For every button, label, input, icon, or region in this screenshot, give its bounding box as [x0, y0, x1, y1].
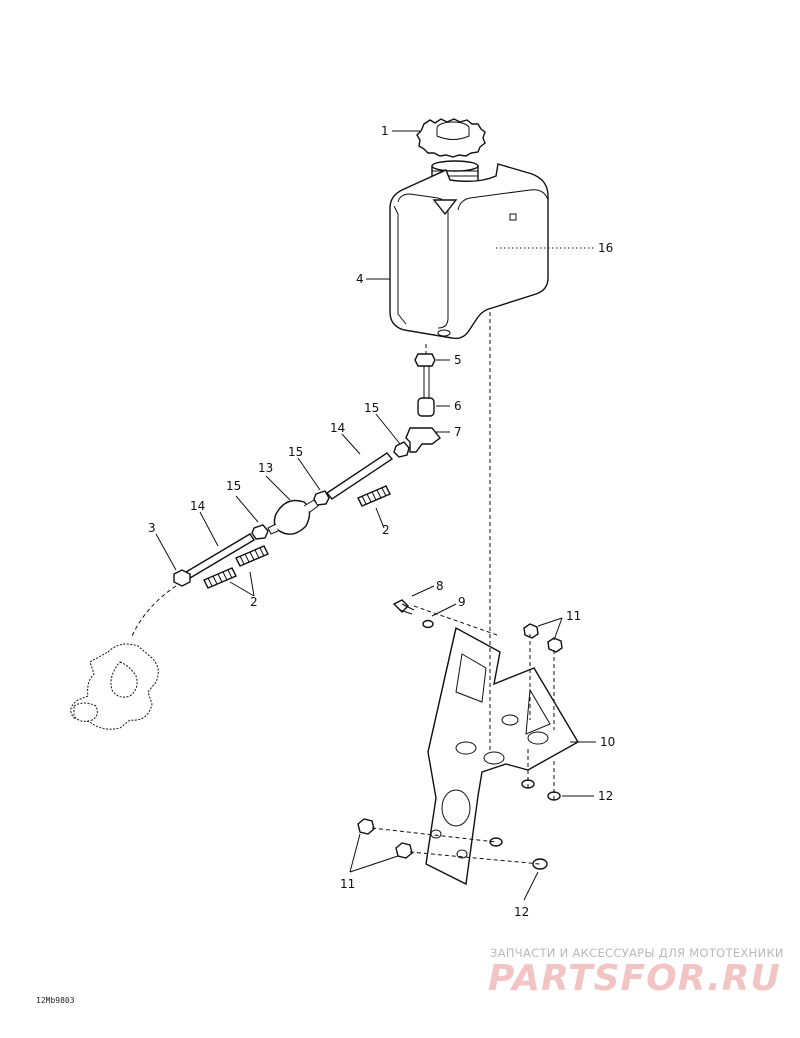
- callout-6: 6: [454, 399, 462, 413]
- callout-15-b: 15: [288, 445, 303, 459]
- washer: [422, 619, 434, 629]
- protective-spring: [357, 485, 391, 507]
- washer: [489, 837, 503, 847]
- callout-10: 10: [600, 735, 615, 749]
- hose-clamp: [313, 490, 330, 506]
- tube-sleeve: [417, 397, 435, 417]
- banjo-fitting: [173, 569, 191, 587]
- protective-spring: [203, 567, 237, 589]
- protective-spring: [235, 545, 269, 567]
- callout-16: 16: [598, 241, 613, 255]
- callout-8: 8: [436, 579, 444, 593]
- drawing-code: 12Mb9803: [36, 996, 75, 1005]
- callout-14-a: 14: [330, 421, 345, 435]
- callout-12-a: 12: [598, 789, 613, 803]
- callout-7: 7: [454, 425, 462, 439]
- callout-15-c: 15: [226, 479, 241, 493]
- bolt: [392, 599, 415, 615]
- callout-11-b: 11: [340, 877, 355, 891]
- nut: [357, 818, 375, 835]
- watermark-tagline: ЗАПЧАСТИ И АКСЕССУАРЫ ДЛЯ МОТОТЕХНИКИ: [490, 946, 784, 960]
- watermark-logo: PARTSFOR.RU: [488, 958, 781, 999]
- nut: [395, 842, 413, 859]
- washer: [532, 858, 548, 870]
- oil-reservoir-tank: [389, 160, 549, 340]
- nut: [523, 623, 539, 639]
- callout-9: 9: [458, 595, 466, 609]
- filler-cap: [416, 118, 486, 158]
- callout-15-a: 15: [364, 401, 379, 415]
- callout-3: 3: [148, 521, 156, 535]
- tank-mounting-bracket: [425, 626, 579, 886]
- elbow-fitting: [405, 427, 441, 453]
- callout-2-a: 2: [382, 523, 390, 537]
- callout-11-a: 11: [566, 609, 581, 623]
- callout-12-b: 12: [514, 905, 529, 919]
- callout-14-b: 14: [190, 499, 205, 513]
- callout-4: 4: [356, 272, 364, 286]
- inline-oil-filter: [267, 499, 319, 535]
- callout-13: 13: [258, 461, 273, 475]
- hose-clamp: [251, 524, 269, 540]
- callout-2-b: 2: [250, 595, 258, 609]
- callout-5: 5: [454, 353, 462, 367]
- oil-line-hose: [325, 452, 394, 500]
- outlet-tube: [423, 366, 430, 398]
- grommet: [414, 353, 436, 367]
- hose-clamp: [393, 441, 410, 458]
- oil-pump: [70, 643, 159, 730]
- nut: [547, 637, 563, 653]
- callout-1: 1: [381, 124, 389, 138]
